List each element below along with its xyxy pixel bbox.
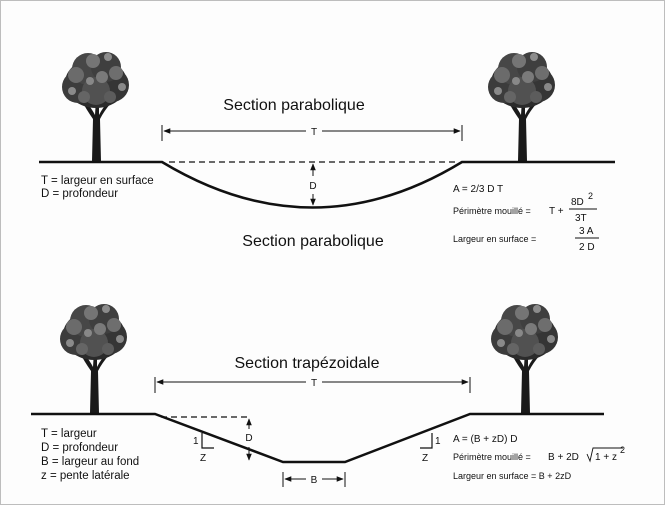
parabolic-area-formula: A = 2/3 D T — [453, 184, 503, 195]
tree-right-bottom — [491, 304, 558, 413]
parabolic-legend-t: T = largeur en surface — [41, 175, 154, 187]
slope-mark-left — [201, 433, 214, 449]
trapezoidal-legend-d: D = profondeur — [41, 442, 118, 454]
trapezoidal-title: Section trapézoidale — [235, 355, 380, 372]
trapezoidal-perimeter-label: Périmètre mouillé = — [453, 452, 531, 462]
tree-left-bottom — [60, 304, 127, 413]
trapezoidal-width-formula: Largeur en surface = B + 2zD — [453, 471, 572, 481]
parabolic-perimeter-exp: 2 — [588, 191, 593, 201]
parabolic-section: Section parabolique T D T = largeur en s… — [39, 52, 615, 253]
parabolic-width-den: 2 D — [579, 242, 595, 253]
parabolic-legend-d: D = profondeur — [41, 188, 118, 200]
parabolic-title: Section parabolique — [223, 97, 365, 114]
parabolic-t-label: T — [311, 127, 317, 138]
sqrt-sign — [586, 447, 623, 463]
slope-left-rise: 1 — [193, 436, 199, 447]
parabolic-width-label: Largeur en surface = — [453, 234, 536, 244]
parabolic-subtitle: Section parabolique — [242, 233, 384, 250]
trapezoidal-perimeter-expr: B + 2D — [548, 452, 579, 463]
slope-mark-right — [420, 433, 433, 449]
trapezoidal-section: Section trapézoidale T D 1 Z 1 Z B T = l… — [31, 304, 625, 487]
trapezoidal-legend-z: z = pente latérale — [41, 470, 130, 482]
trapezoidal-perimeter-radicand: 1 + z — [595, 452, 617, 463]
parabolic-perimeter-t: T + — [549, 206, 564, 217]
trapezoidal-legend-b: B = largeur au fond — [41, 456, 139, 468]
parabolic-perimeter-label: Périmètre mouillé = — [453, 206, 531, 216]
tree-right-top — [488, 52, 555, 161]
trapezoidal-d-label: D — [245, 433, 252, 444]
parabolic-d-label: D — [309, 181, 316, 192]
slope-left-run: Z — [200, 453, 206, 464]
parabolic-channel-profile — [39, 160, 615, 209]
trapezoidal-perimeter-exp: 2 — [620, 445, 625, 455]
trapezoidal-area-formula: A = (B + zD) D — [453, 434, 517, 445]
trapezoidal-legend-t: T = largeur — [41, 428, 97, 440]
parabolic-perimeter-num: 8D — [571, 197, 584, 208]
tree-left-top — [62, 52, 129, 161]
parabolic-perimeter-den: 3T — [575, 213, 587, 224]
slope-right-rise: 1 — [435, 436, 441, 447]
trapezoidal-channel-profile — [31, 412, 604, 464]
parabolic-width-num: 3 A — [579, 226, 594, 237]
slope-right-run: Z — [422, 453, 428, 464]
trapezoidal-b-label: B — [311, 475, 318, 486]
trapezoidal-t-label: T — [311, 378, 317, 389]
